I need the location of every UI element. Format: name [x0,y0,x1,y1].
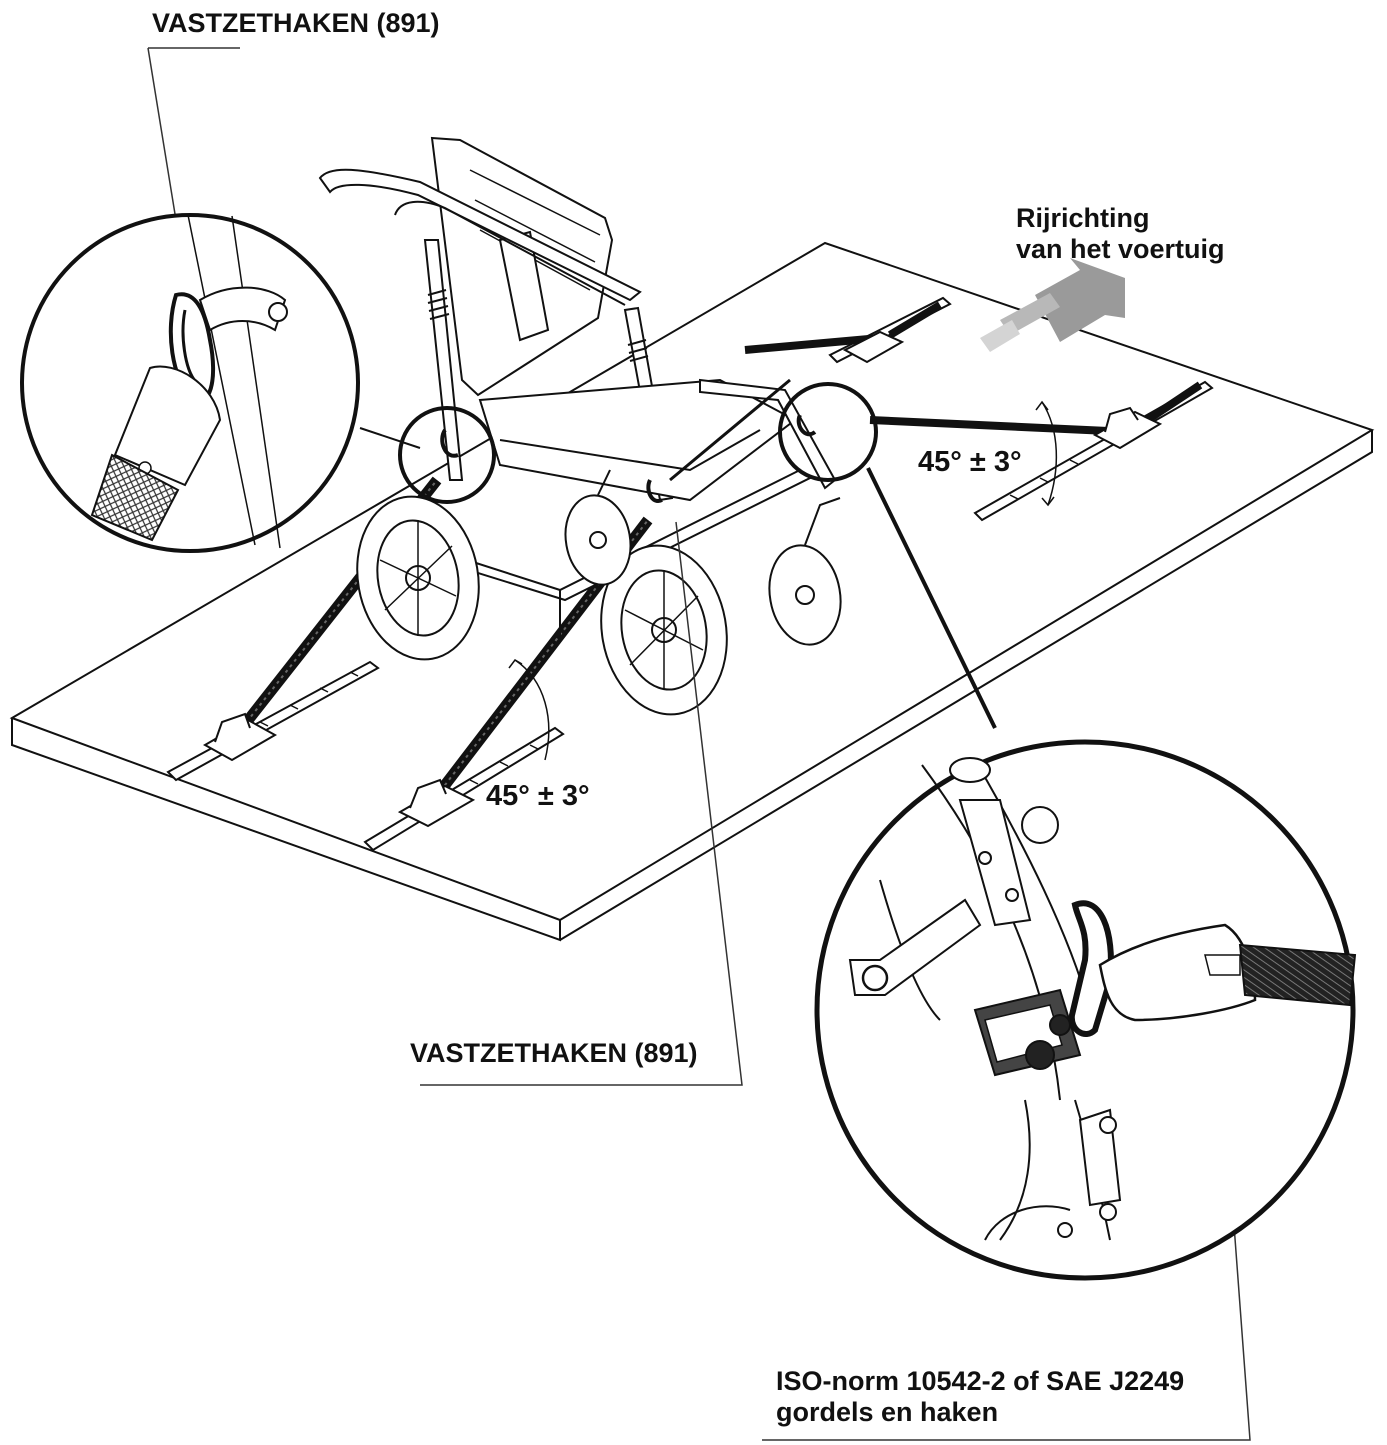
strap-rear-right [869,416,1131,436]
detail-circle-right [814,739,1357,1281]
label-direction-line2: van het voertuig [1016,234,1225,265]
label-standard-line2: gordels en haken [776,1397,999,1428]
detail-circle-left [20,213,360,553]
label-vehicle-direction: Rijrichting van het voertuig [1016,203,1225,265]
vehicle-direction-arrow [980,258,1125,352]
label-direction-line1: Rijrichting [1016,203,1150,233]
strap-rear-left [744,334,881,354]
label-tie-down-hooks-top: VASTZETHAKEN (891) [152,8,440,38]
label-standard-belts-hooks: ISO-norm 10542-2 of SAE J2249 gordels en… [776,1366,1184,1428]
angle-arcs [508,400,1058,761]
floor-anchors [202,330,1163,828]
zoom-marker-left [398,406,496,504]
label-tie-down-hooks-bottom: VASTZETHAKEN (891) [410,1038,698,1068]
detail-leaders [359,382,997,729]
wheelchair [318,136,842,716]
label-angle-front: 45° ± 3° [486,780,590,812]
zoom-marker-right [778,382,878,482]
label-standard-line1: ISO-norm 10542-2 of SAE J2249 [776,1366,1185,1396]
label-angle-rear: 45° ± 3° [918,446,1022,478]
